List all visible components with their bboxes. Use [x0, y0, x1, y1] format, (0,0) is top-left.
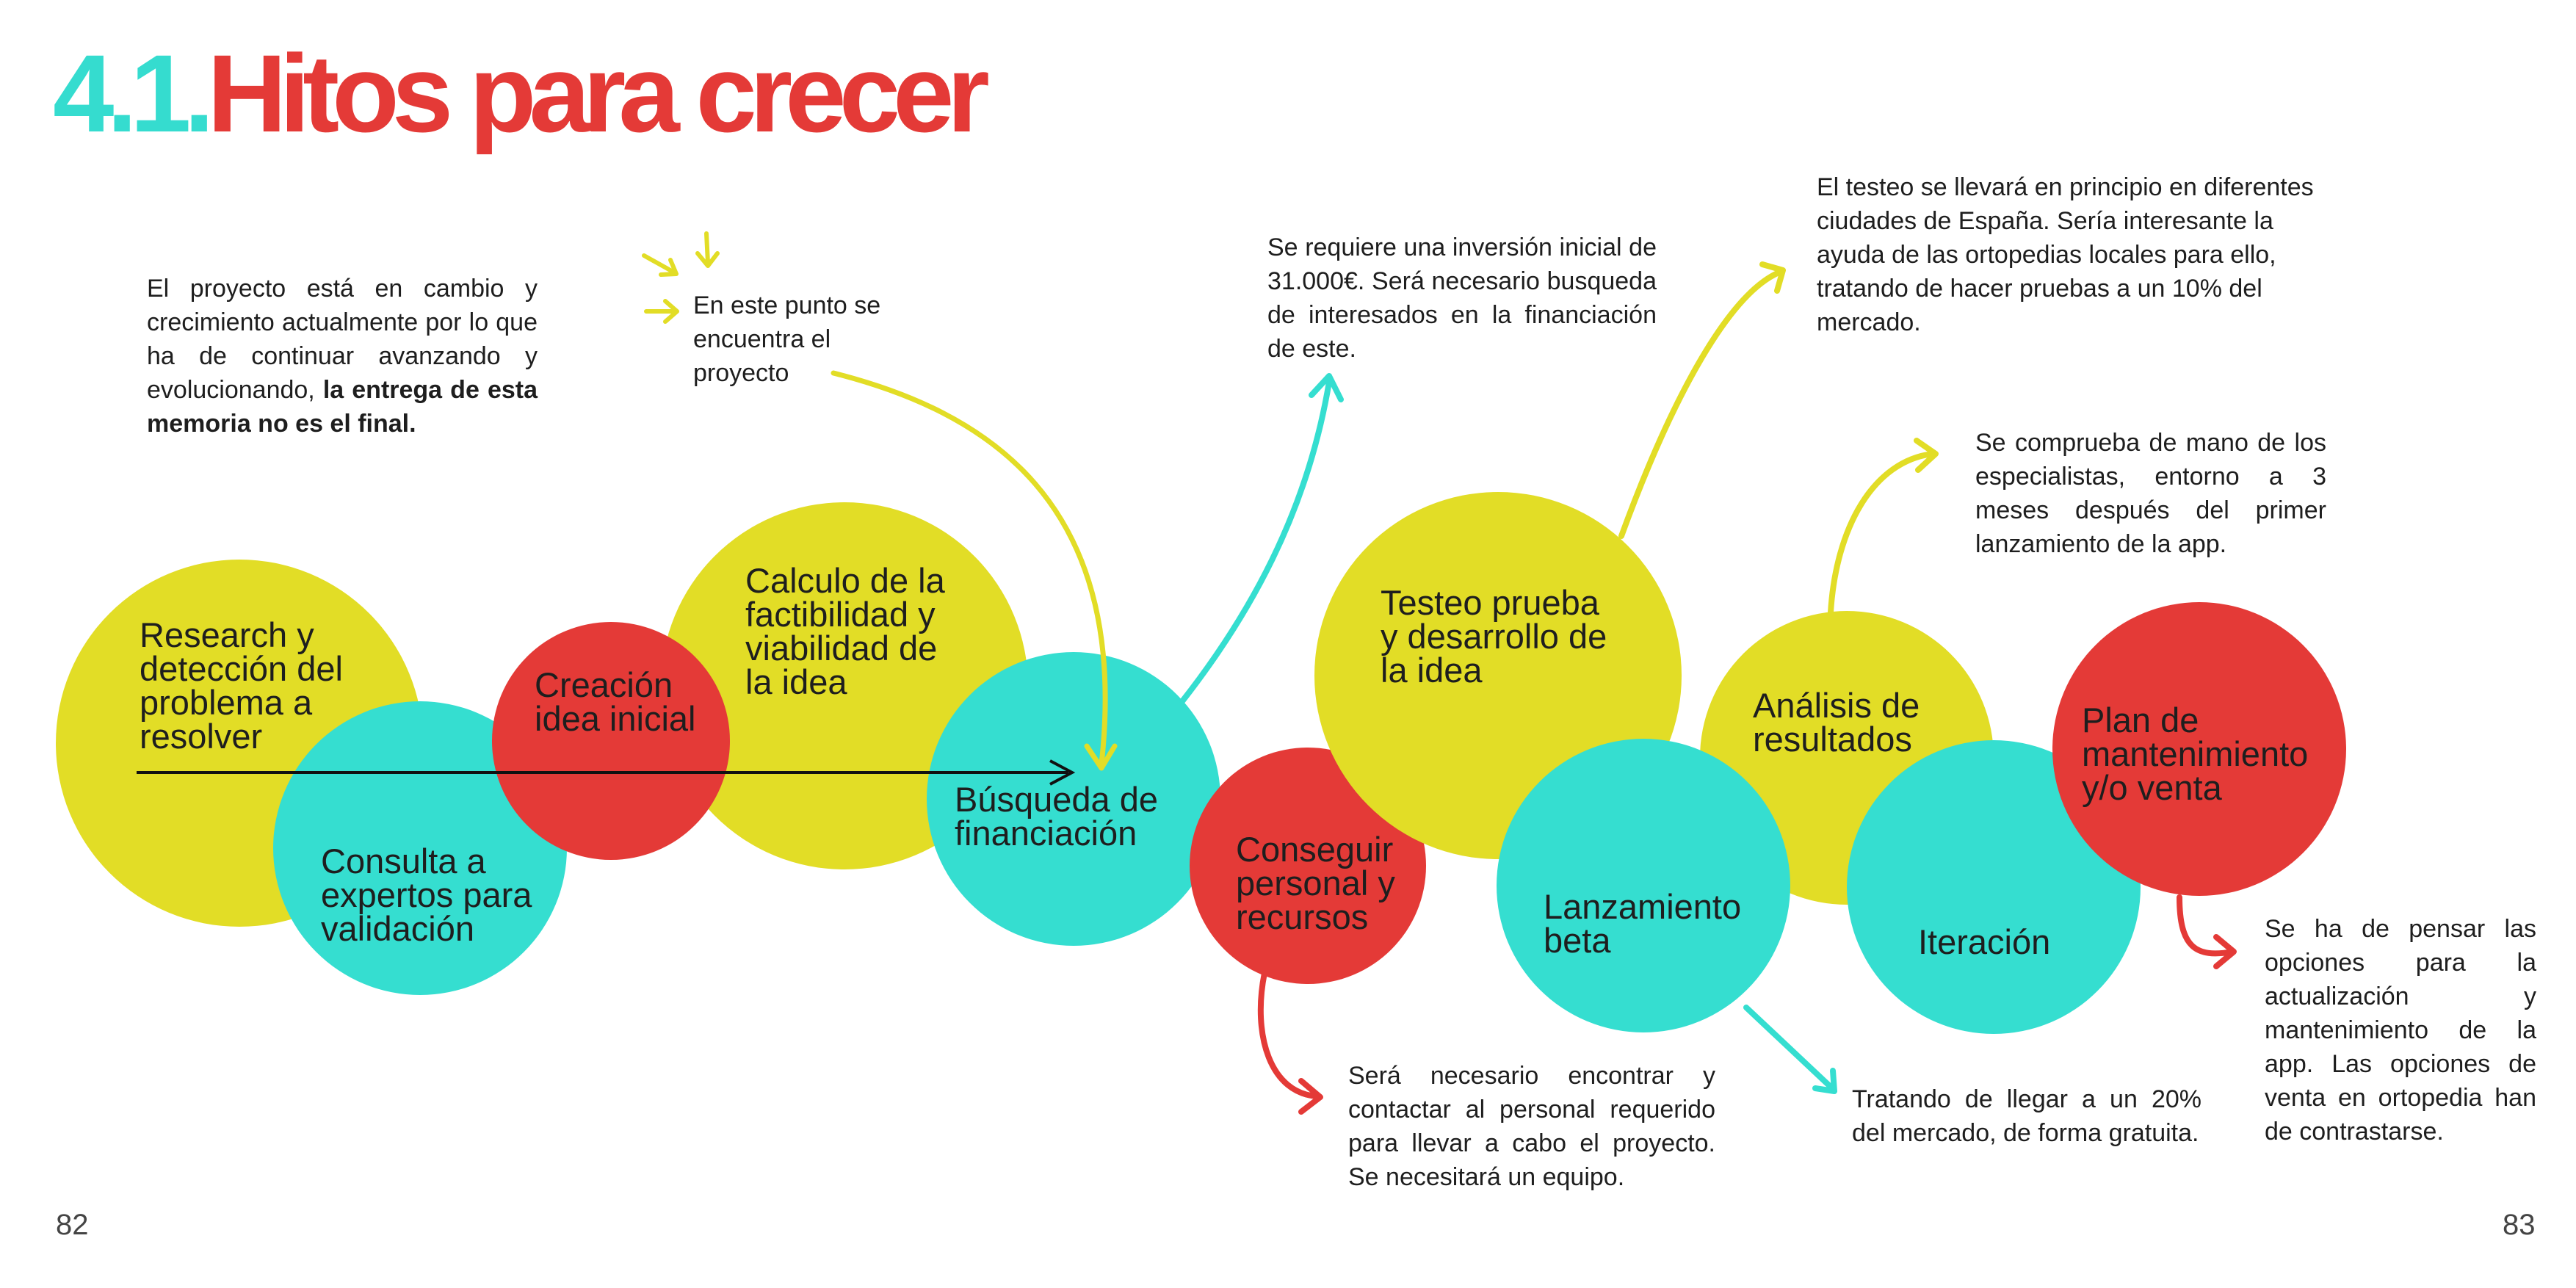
current-point-note: En este punto se encuentra el proyecto — [693, 292, 881, 387]
investment-note: Se requiere una inversión inicial de 31.… — [1267, 234, 1657, 363]
section-title: Hitos para crecer — [207, 32, 990, 155]
circle-creacion — [492, 622, 730, 860]
maintenance-arrow — [2177, 894, 2237, 969]
label-conseguir: Conseguir personal y recursos — [1236, 830, 1395, 936]
circle-lanzamiento — [1497, 739, 1790, 1032]
label-lanzamiento: Lanzamiento beta — [1544, 887, 1742, 960]
label-creacion: Creación idea inicial — [535, 665, 696, 738]
intro-note: El proyecto está en cambio y crecimiento… — [147, 272, 538, 441]
circle-plan — [2052, 602, 2346, 896]
free-market-arrow — [1743, 1005, 1837, 1094]
page-number-left: 82 — [56, 1209, 89, 1241]
specialists-note: Se comprueba de mano de los especialista… — [1975, 429, 2326, 558]
specialists-arrow — [1828, 438, 1939, 615]
staff-note: Será necesario encontrar y contactar al … — [1348, 1062, 1715, 1191]
pointer-arrows-icon — [642, 231, 720, 324]
label-iteracion: Iteración — [1918, 922, 2051, 961]
staff-arrow — [1257, 970, 1323, 1115]
section-number: 4.1. — [53, 32, 214, 155]
page-number-right: 83 — [2503, 1209, 2536, 1241]
timeline-arrow — [137, 759, 1076, 786]
circle-busqueda — [927, 652, 1220, 946]
label-calculo: Calculo de la factibilidad y viabilidad … — [745, 561, 945, 701]
current-point-arrow — [831, 370, 1118, 771]
label-plan: Plan de mantenimiento y/o venta — [2082, 701, 2309, 807]
label-busqueda: Búsqueda de financiación — [955, 780, 1159, 853]
testing-arrow — [1618, 261, 1786, 539]
intro-note-regular: El proyecto está en cambio y crecimiento… — [147, 275, 538, 404]
label-testeo: Testeo prueba y desarrollo de la idea — [1381, 583, 1607, 690]
free-market-note: Tratando de llegar a un 20% del mercado,… — [1852, 1085, 2201, 1147]
maintenance-note: Se ha de pensar las opciones para la act… — [2265, 915, 2536, 1146]
intro-note-bold: la entrega de esta memoria no es el fina… — [147, 376, 538, 438]
label-consulta: Consulta a expertos para validación — [321, 842, 532, 948]
testing-note: El testeo se llevará en principio en dif… — [1817, 173, 2314, 336]
label-analisis: Análisis de resultados — [1753, 686, 1920, 759]
label-research: Research y detección del problema a reso… — [140, 615, 343, 756]
page-title: 4.1.Hitos para crecer — [53, 38, 990, 148]
investment-arrow — [1179, 373, 1344, 704]
